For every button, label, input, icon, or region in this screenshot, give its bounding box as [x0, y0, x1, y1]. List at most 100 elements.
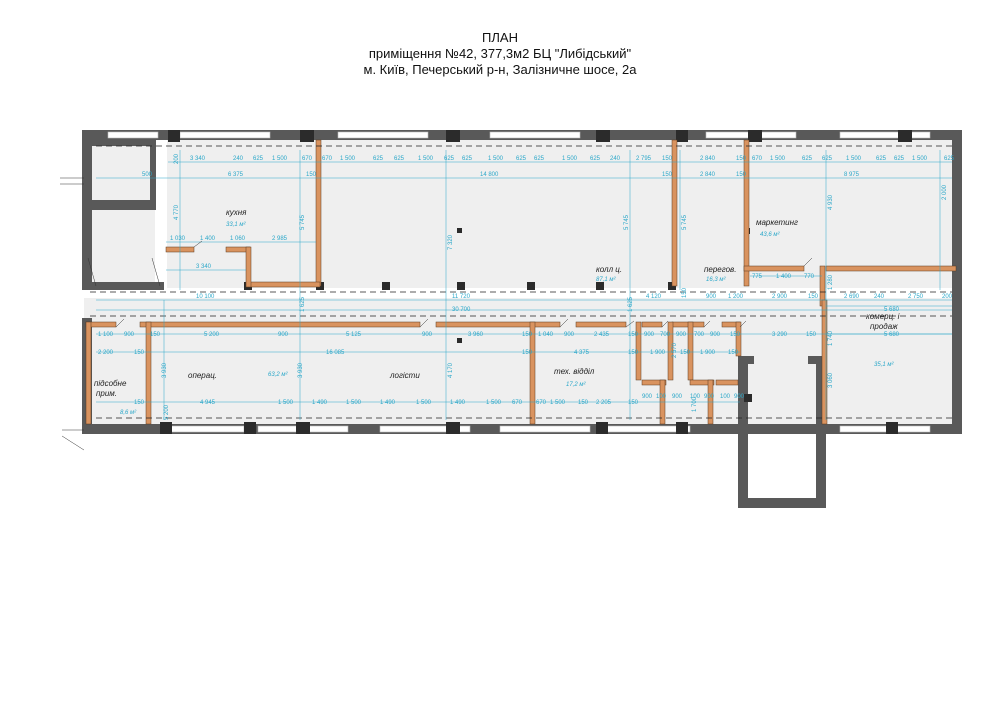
dim-label: 5 745: [682, 214, 688, 230]
dim-label: 6 375: [228, 172, 244, 178]
dim-label: 150: [682, 287, 688, 298]
floor-area: [84, 140, 962, 424]
dim-label: 1 700: [692, 396, 698, 412]
partitions: [85, 139, 957, 425]
dim-label: 1 500: [486, 400, 502, 406]
dim-label: 100: [720, 394, 731, 400]
dim-label: 625: [373, 156, 384, 162]
dim-label: 1 740: [828, 330, 834, 346]
room-operations-area: 63,2 м²: [268, 372, 288, 378]
dim-label: 4 945: [200, 400, 216, 406]
dim-vertical: 4 770 5 745 7 320 5 745 5 745 4 930 2 00…: [162, 153, 948, 420]
dim-label: 150: [736, 156, 747, 162]
dim-label: 5 745: [624, 214, 630, 230]
dim-label: 150: [522, 350, 533, 356]
dim-label: 240: [874, 294, 885, 300]
dim-label: 3 930: [162, 362, 168, 378]
door-swings: [115, 240, 813, 328]
dim-label: 900: [642, 394, 653, 400]
dim-label: 100: [656, 394, 667, 400]
dim-label: 10 100: [196, 294, 215, 300]
dim-lower-row-1: 1 100 900 150 5 200 900 5 125 900 3 960 …: [98, 332, 900, 338]
dim-label: 670: [302, 156, 313, 162]
dim-label: 2 795: [636, 156, 652, 162]
dim-label: 1 490: [312, 400, 328, 406]
dim-label: 150: [150, 332, 161, 338]
dim-label: 670: [512, 400, 523, 406]
dim-label: 1 500: [488, 156, 504, 162]
room-utility-name-2: прим.: [96, 389, 117, 398]
dim-label: 150: [628, 332, 639, 338]
dim-second-row: 500 6 375 150 14 800 150 2 840 150 8 975: [142, 172, 860, 178]
dim-label: 150: [522, 332, 533, 338]
dim-label: 900: [672, 394, 683, 400]
stair-lines: [60, 177, 161, 451]
dim-label: 900: [564, 332, 575, 338]
dim-label: 670: [322, 156, 333, 162]
room-sales-name-2: продаж: [870, 322, 898, 331]
dim-label: 150: [730, 332, 741, 338]
dimension-lines: [96, 150, 952, 420]
dim-label: 670: [536, 400, 547, 406]
dim-label: 900: [734, 394, 745, 400]
room-sales-name: комерц. і: [866, 312, 900, 321]
dim-label: 1 500: [416, 400, 432, 406]
dim-label: 2 435: [594, 332, 610, 338]
dim-label: 2 750: [908, 294, 924, 300]
dim-label: 625: [590, 156, 601, 162]
dim-label: 1 500: [346, 400, 362, 406]
dim-label: 1 400: [776, 274, 792, 280]
dim-label: 2 690: [844, 294, 860, 300]
dim-label: 1 500: [278, 400, 294, 406]
dim-label: 1 200: [728, 294, 744, 300]
dim-label: 4 770: [174, 204, 180, 220]
dim-top-row: 3 340 240 625 1 500 670 670 1 500 625 62…: [190, 156, 955, 162]
dim-label: 240: [233, 156, 244, 162]
room-kitchen-name: кухня: [226, 208, 247, 217]
dim-label: 670: [752, 156, 763, 162]
dim-meeting: 775 1 400 770: [752, 274, 815, 280]
title-line-3: м. Київ, Печерський р-н, Залізничне шосе…: [363, 62, 637, 77]
boundary-lines: [90, 145, 952, 419]
dim-label: 900: [422, 332, 433, 338]
dim-label: 11 720: [452, 294, 471, 300]
dim-label: 625: [462, 156, 473, 162]
dim-label: 200: [174, 153, 180, 164]
dim-label: 775: [752, 274, 763, 280]
dim-corridor: 10 100 11 720 4 120 900 1 200 2 900 150 …: [196, 294, 953, 313]
dim-label: 900: [704, 394, 715, 400]
dim-label: 625: [944, 156, 955, 162]
dim-label: 1 625: [628, 296, 634, 312]
dim-label: 150: [578, 400, 589, 406]
dim-label: 14 800: [480, 172, 499, 178]
dim-label: 4 930: [828, 194, 834, 210]
dim-label: 900: [124, 332, 135, 338]
dim-label: 2 840: [700, 156, 716, 162]
dim-label: 150: [662, 172, 673, 178]
dim-label: 150: [134, 400, 145, 406]
dim-label: 16 085: [326, 350, 345, 356]
dim-label: 625: [802, 156, 813, 162]
dim-label: 625: [894, 156, 905, 162]
room-kitchen-area: 33,1 м²: [226, 222, 246, 228]
dim-label: 5 200: [164, 404, 170, 420]
dim-label: 900: [278, 332, 289, 338]
dim-label: 500: [142, 172, 153, 178]
dim-label: 5 125: [346, 332, 362, 338]
dim-label: 150: [736, 172, 747, 178]
dim-label: 1 500: [550, 400, 566, 406]
dim-label: 1 100: [98, 332, 114, 338]
dim-label: 240: [610, 156, 621, 162]
room-labels: кухня 33,1 м² колл ц. 87,1 м² перегов. 1…: [94, 208, 900, 416]
dim-label: 150: [808, 294, 819, 300]
dim-label: 2 000: [942, 184, 948, 200]
dim-label: 3 290: [772, 332, 788, 338]
dim-label: 1 030: [170, 236, 186, 242]
room-marketing-name: маркетинг: [756, 218, 798, 227]
dim-lower-row-3: 150 4 945 1 500 1 490 1 500 1 490 1 500 …: [134, 394, 745, 406]
dim-label: 2 900: [772, 294, 788, 300]
dim-label: 8 975: [844, 172, 860, 178]
plan-title: ПЛАН приміщення №42, 377,3м2 БЦ "Либідсь…: [0, 30, 1000, 78]
dim-label: 3 060: [828, 372, 834, 388]
